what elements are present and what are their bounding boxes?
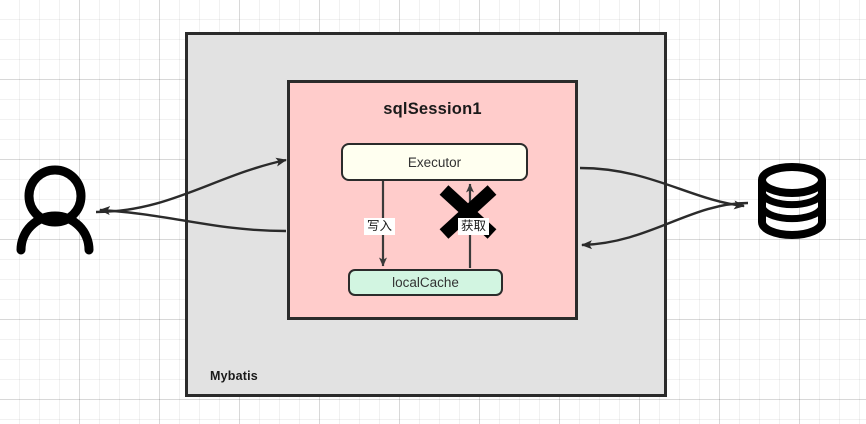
sqlsession-title: sqlSession1 (383, 100, 482, 118)
edge-user-to-session (95, 157, 287, 214)
executor-node[interactable]: Executor (341, 143, 528, 181)
edge-label-write: 写入 (364, 218, 396, 235)
database-cylinder-icon (758, 163, 826, 239)
edge-session-to-database (579, 166, 745, 210)
person-icon (16, 165, 94, 255)
edge-label-fetch: 获取 (458, 218, 490, 235)
edge-database-to-session (581, 201, 749, 250)
edge-session-to-user (99, 206, 287, 233)
mybatis-container-label: Mybatis (210, 369, 258, 383)
localcache-node[interactable]: localCache (348, 269, 503, 296)
